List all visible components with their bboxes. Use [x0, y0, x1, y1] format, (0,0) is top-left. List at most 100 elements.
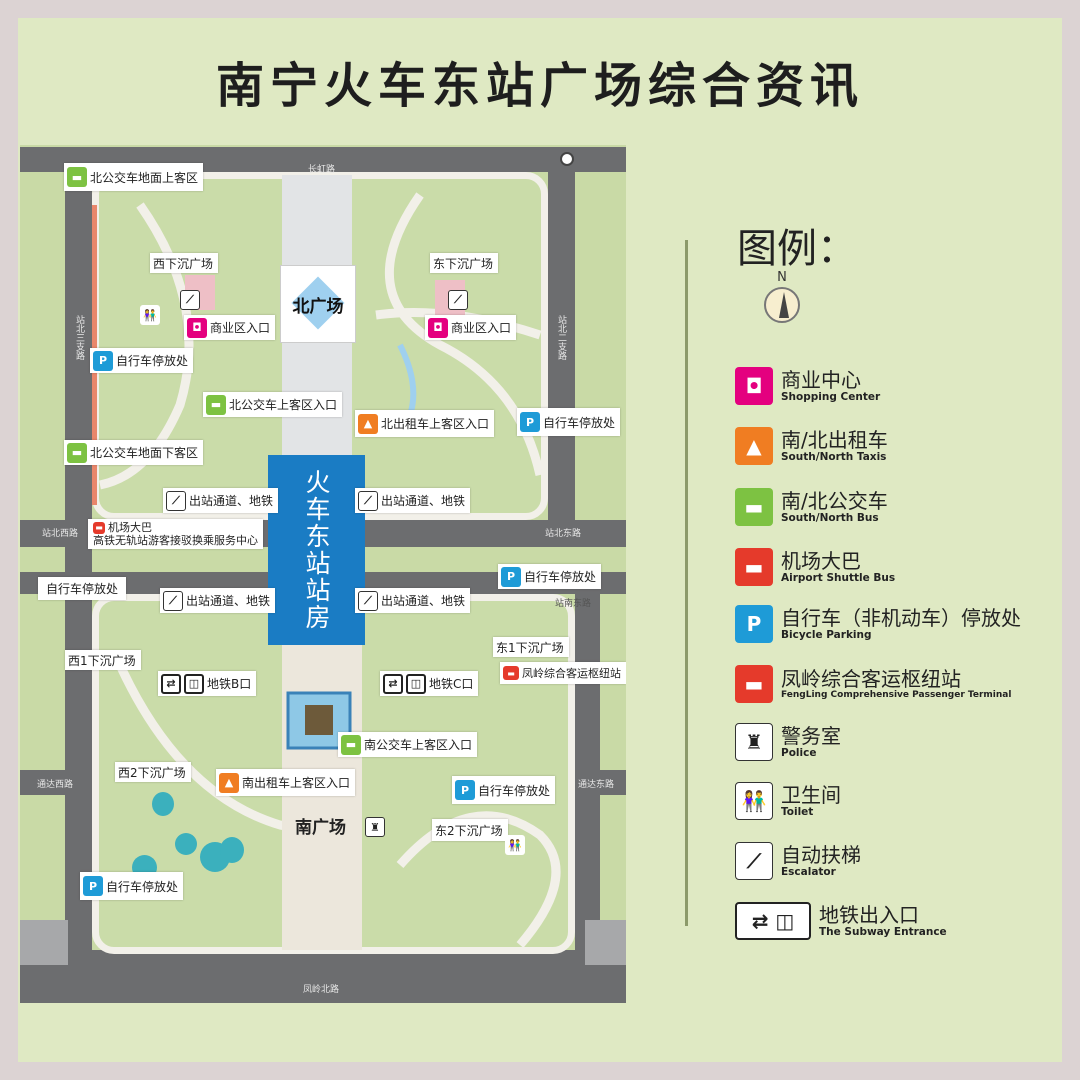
callout-south-bus-entry[interactable]: ▬南公交车上客区入口 — [338, 732, 478, 757]
metro-train-icon: ◫ — [184, 673, 204, 694]
road-bottom — [20, 950, 626, 1003]
callout-airport-bus-transfer-center[interactable]: ▬机场大巴高铁无轨站游客接驳换乘服务中心 — [88, 519, 263, 549]
bus-icon: ▬ — [67, 167, 87, 187]
road-north-east — [548, 147, 575, 527]
escalator-icon: ⟋ — [735, 842, 773, 880]
escalator-icon: ⟋ — [163, 590, 183, 611]
callout-north-bus-ground-pickup[interactable]: ▬北公交车地面上客区 — [64, 163, 204, 191]
toilet-icon: 👫 — [505, 835, 525, 855]
shopping-bag-icon: ◘ — [735, 367, 773, 405]
police-icon: ♜ — [735, 723, 773, 761]
compass-mini-icon — [560, 152, 574, 166]
callout-exit-subway-sw[interactable]: ⟋出站通道、地铁 — [160, 588, 276, 613]
callout-north-bus-ground-dropoff[interactable]: ▬北公交车地面下客区 — [64, 440, 204, 465]
callout-exit-subway-nw[interactable]: ⟋出站通道、地铁 — [163, 488, 279, 513]
callout-west2-sunken-plaza[interactable]: 西2下沉广场 — [115, 762, 191, 782]
road-label-fengling-north: 凤岭北路 — [303, 985, 340, 995]
road-label-zhanbei-east: 站北东路 — [545, 529, 582, 539]
pavilion — [152, 792, 174, 816]
subway-entrance-icon: ⇄ ◫ — [735, 902, 811, 940]
shopping-bag-icon: ◘ — [187, 317, 207, 338]
compass-icon: N — [762, 270, 802, 334]
toilet-icon: 👫 — [140, 305, 160, 325]
coach-icon: ▬ — [735, 665, 773, 703]
callout-exit-subway-ne[interactable]: ⟋出站通道、地铁 — [355, 488, 471, 513]
block-se — [585, 920, 626, 965]
bicycle-parking-icon: P — [455, 780, 475, 800]
police-icon: ♜ — [365, 817, 385, 837]
bus-icon: ▬ — [67, 442, 87, 463]
taxi-icon: ▲ — [735, 427, 773, 465]
callout-north-bus-entry[interactable]: ▬北公交车上客区入口 — [203, 392, 343, 417]
escalator-icon: ⟋ — [448, 290, 468, 310]
bicycle-parking-icon: P — [83, 876, 103, 896]
bus-icon: ▬ — [341, 734, 361, 755]
callout-fengling-terminal[interactable]: ▬凤岭综合客运枢纽站 — [500, 662, 626, 684]
callout-east-sunken-plaza[interactable]: 东下沉广场 — [430, 253, 499, 273]
road-label-zhanbei-3: 站北三支路 — [74, 315, 84, 360]
road-label-tongda-east: 通达东路 — [578, 780, 615, 790]
callout-north-taxi-entry[interactable]: ▲北出租车上客区入口 — [355, 410, 495, 437]
station-building[interactable]: 火车东站站房 — [268, 455, 365, 645]
road-label-zhanbei-west: 站北西路 — [42, 529, 79, 539]
callout-west-sunken-plaza[interactable]: 西下沉广场 — [150, 253, 219, 273]
escalator-icon: ⟋ — [180, 290, 200, 310]
bicycle-parking-icon: P — [501, 566, 521, 587]
callout-subway-c[interactable]: ⇄◫地铁C口 — [380, 671, 479, 696]
coach-icon: ▬ — [503, 666, 519, 680]
callout-exit-subway-se[interactable]: ⟋出站通道、地铁 — [355, 588, 471, 613]
airport-bus-icon: ▬ — [735, 548, 773, 586]
subway-entrance-icon: ⇄ — [161, 673, 181, 694]
legend-divider — [685, 240, 688, 926]
fountain-center — [305, 705, 333, 735]
page-title: 南宁火车东站广场综合资讯 — [215, 58, 864, 114]
callout-south-taxi-entry[interactable]: ▲南出租车上客区入口 — [216, 769, 356, 796]
escalator-icon: ⟋ — [166, 490, 186, 511]
pavilion — [220, 837, 244, 863]
bus-icon: ▬ — [735, 488, 773, 526]
callout-west1-sunken-plaza[interactable]: 西1下沉广场 — [65, 650, 141, 670]
station-map[interactable]: 长虹路 站北三支路 站北二支路 站北西路 站北东路 站南东路 通达西路 通达东路… — [20, 145, 626, 1003]
bicycle-parking-icon: P — [735, 605, 773, 643]
road-label-tongda-west: 通达西路 — [37, 780, 74, 790]
metro-train-icon: ◫ — [406, 673, 426, 694]
compass-label: N — [777, 270, 787, 285]
callout-bike-parking-sw-top[interactable]: 自行车停放处 — [38, 577, 127, 600]
north-plaza-label[interactable]: 北广场 — [280, 265, 356, 343]
callout-shop-entry-east[interactable]: ◘商业区入口 — [425, 315, 517, 340]
callout-shop-entry-west[interactable]: ◘商业区入口 — [184, 315, 276, 340]
callout-east2-sunken-plaza[interactable]: 东2下沉广场 — [432, 819, 508, 841]
south-plaza-label: 南广场 — [295, 818, 346, 838]
bicycle-parking-icon: P — [520, 412, 540, 432]
road-tongda-east — [575, 770, 626, 795]
pavilion — [175, 833, 197, 855]
toilet-icon: 👫 — [735, 782, 773, 820]
taxi-icon: ▲ — [358, 413, 378, 434]
callout-east1-sunken-plaza[interactable]: 东1下沉广场 — [493, 637, 569, 657]
callout-subway-b[interactable]: ⇄◫地铁B口 — [158, 671, 257, 696]
south-axis — [282, 645, 362, 950]
road-label-zhannan-east: 站南东路 — [555, 599, 592, 609]
road-label-zhanbei-2: 站北二支路 — [556, 315, 566, 360]
escalator-icon: ⟋ — [358, 490, 378, 511]
north-pond — [397, 343, 417, 416]
road-tongda-west — [20, 770, 92, 795]
bus-icon: ▬ — [206, 394, 226, 415]
shopping-bag-icon: ◘ — [428, 317, 448, 338]
airport-bus-icon: ▬ — [93, 521, 105, 534]
